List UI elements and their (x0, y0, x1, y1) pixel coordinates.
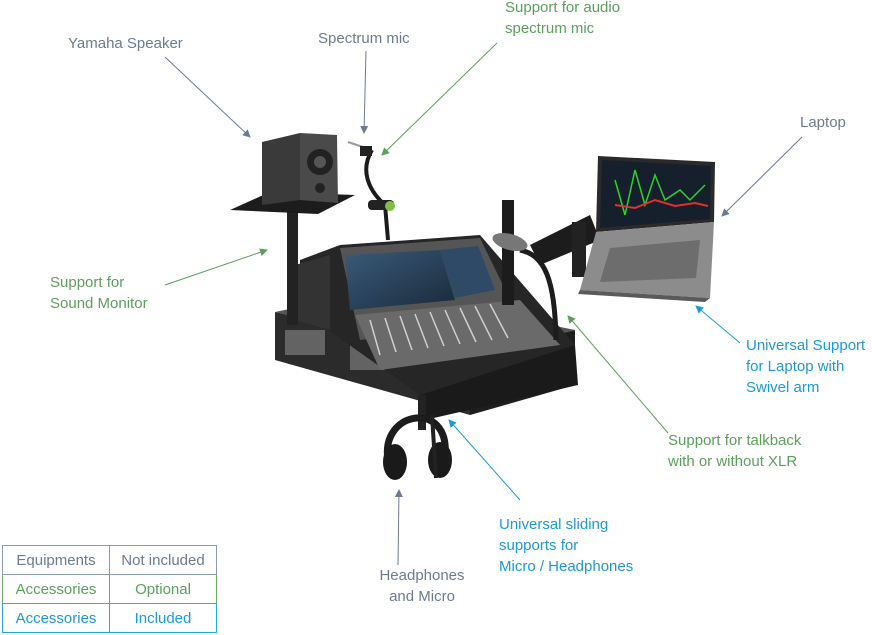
label-sliding-line2: supports for (499, 537, 579, 554)
label-laptop: Laptop (800, 114, 846, 131)
speaker (262, 133, 338, 205)
arrow-headphones (394, 489, 403, 566)
spectrum-mic (347, 141, 395, 241)
arrow-spectrum-mic (360, 50, 369, 134)
label-spectrum-mic: Spectrum mic (318, 30, 410, 47)
legend-status: Not included (109, 545, 217, 575)
mixing-console (295, 235, 578, 420)
legend-row: Accessories Included (2, 603, 217, 633)
label-laptop-support-line3: Swivel arm (746, 379, 820, 396)
legend-category: Accessories (2, 603, 110, 633)
arrow-support-monitor (164, 248, 268, 286)
label-headphones-line1: Headphones (379, 567, 465, 584)
label-laptop-support-line1: Universal Support (746, 337, 866, 354)
label-support-audio-mic-line2: spectrum mic (505, 20, 595, 37)
legend-row: Equipments Not included (2, 545, 217, 575)
arrow-laptop-support (695, 305, 741, 344)
legend-status: Optional (109, 574, 217, 604)
legend-row: Accessories Optional (2, 574, 217, 604)
label-yamaha-speaker: Yamaha Speaker (68, 35, 183, 52)
label-talkback-line2: with or without XLR (668, 453, 798, 470)
talkback-mic-support (492, 200, 559, 341)
label-sliding-line1: Universal sliding (499, 516, 609, 533)
label-talkback-line1: Support for talkback (668, 432, 802, 449)
arrow-talkback (567, 315, 669, 434)
headphones (383, 395, 452, 480)
laptop-arm (530, 215, 600, 277)
arrow-laptop (721, 136, 803, 217)
legend-category: Accessories (2, 574, 110, 604)
arrow-support-audio-mic (381, 42, 498, 156)
label-support-audio-mic-line1: Support for audio (505, 0, 621, 16)
legend-table: Equipments Not included Accessories Opti… (2, 545, 217, 633)
label-support-monitor-line1: Support for (50, 274, 125, 291)
label-support-monitor-line2: Sound Monitor (50, 295, 148, 312)
arrow-sliding-support (448, 419, 521, 501)
label-sliding-line3: Micro / Headphones (499, 558, 634, 575)
legend-status: Included (109, 603, 217, 633)
legend-category: Equipments (2, 545, 110, 575)
label-headphones-line2: and Micro (389, 588, 455, 605)
arrow-yamaha-speaker (164, 56, 251, 138)
laptop (578, 156, 715, 302)
label-laptop-support-line2: for Laptop with (746, 358, 845, 375)
